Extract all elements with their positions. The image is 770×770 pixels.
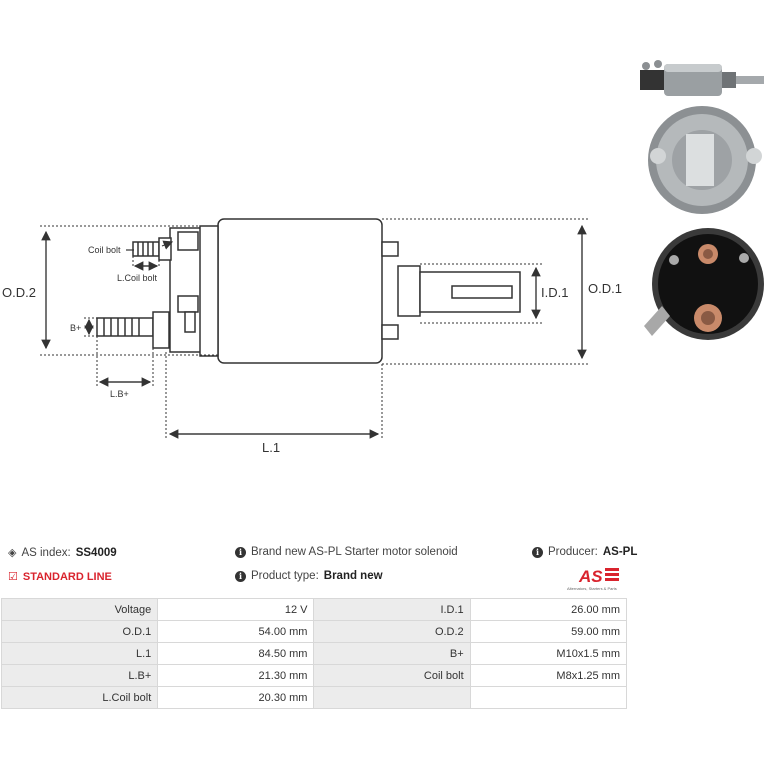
solenoid-body xyxy=(217,218,383,364)
spec-key: O.D.2 xyxy=(313,620,471,643)
spec-value: 12 V xyxy=(157,598,315,621)
brand-logo: AS Alternators, Starters & Parts xyxy=(563,564,627,592)
spec-key: L.1 xyxy=(0,642,159,665)
spec-key: L.Coil bolt xyxy=(0,686,159,709)
as-index-value: SS4009 xyxy=(75,546,117,559)
table-row: L.1 84.50 mm B+ M10x1.5 mm xyxy=(0,642,628,665)
spec-key: Coil bolt xyxy=(313,664,471,687)
technical-drawing: O.D.2 O.D.1 I.D.1 L.1 L.B+ B+ Coil bolt … xyxy=(2,218,622,455)
od1-label: O.D.1 xyxy=(588,281,622,296)
info-icon: i xyxy=(532,546,543,558)
svg-text:AS: AS xyxy=(578,567,603,586)
table-row: L.Coil bolt 20.30 mm xyxy=(0,686,628,709)
spec-value xyxy=(469,686,628,709)
spec-key: Voltage xyxy=(0,598,159,621)
table-row: O.D.1 54.00 mm O.D.2 59.00 mm xyxy=(0,620,628,643)
l-coil-bolt-label: L.Coil bolt xyxy=(117,273,158,283)
product-type: i Product type: Brand new xyxy=(235,570,383,582)
table-row: Voltage 12 V I.D.1 26.00 mm xyxy=(0,598,628,621)
spec-key: I.D.1 xyxy=(313,598,471,621)
standard-line: ☑ STANDARD LINE xyxy=(8,570,112,584)
spec-key: O.D.1 xyxy=(0,620,159,643)
product-type-label: Product type: xyxy=(251,570,319,582)
plunger xyxy=(397,265,421,317)
producer-value: AS-PL xyxy=(602,546,638,558)
spec-value: 21.30 mm xyxy=(157,664,315,687)
table-row: L.B+ 21.30 mm Coil bolt M8x1.25 mm xyxy=(0,664,628,687)
id1-label: I.D.1 xyxy=(541,285,568,300)
svg-text:Alternators, Starters & Parts: Alternators, Starters & Parts xyxy=(567,586,617,591)
product-type-value: Brand new xyxy=(323,570,383,582)
spec-key: L.B+ xyxy=(0,664,159,687)
description: i Brand new AS-PL Starter motor solenoid xyxy=(235,546,458,558)
spec-value: 54.00 mm xyxy=(157,620,315,643)
coil-bolt xyxy=(132,241,160,257)
spec-value: M10x1.5 mm xyxy=(469,642,628,665)
info-icon: i xyxy=(235,570,246,582)
as-index-label: AS index: xyxy=(21,546,71,559)
specs-table: Voltage 12 V I.D.1 26.00 mm O.D.1 54.00 … xyxy=(0,598,628,709)
as-index: ◈ AS index: SS4009 xyxy=(8,546,117,560)
product-photo-front xyxy=(644,228,764,340)
info-icon: i xyxy=(235,546,246,558)
standard-line-label: STANDARD LINE xyxy=(22,570,112,583)
check-icon: ☑ xyxy=(8,571,18,583)
spec-value: 84.50 mm xyxy=(157,642,315,665)
tag-icon: ◈ xyxy=(8,547,17,559)
coil-bolt-label: Coil bolt xyxy=(88,245,121,255)
spec-key xyxy=(313,686,471,709)
lb-label: L.B+ xyxy=(110,389,129,399)
producer-label: Producer: xyxy=(548,546,598,558)
description-text: Brand new AS-PL Starter motor solenoid xyxy=(251,546,458,558)
spec-key: B+ xyxy=(313,642,471,665)
spec-value: M8x1.25 mm xyxy=(469,664,628,687)
product-photo-side xyxy=(640,60,764,96)
spec-value: 59.00 mm xyxy=(469,620,628,643)
spec-value: 20.30 mm xyxy=(157,686,315,709)
spec-value: 26.00 mm xyxy=(469,598,628,621)
product-photo-back xyxy=(648,106,762,214)
l1-label: L.1 xyxy=(262,440,280,455)
od2-label: O.D.2 xyxy=(2,285,36,300)
producer: i Producer: AS-PL xyxy=(532,546,637,558)
bplus-label: B+ xyxy=(70,323,81,333)
